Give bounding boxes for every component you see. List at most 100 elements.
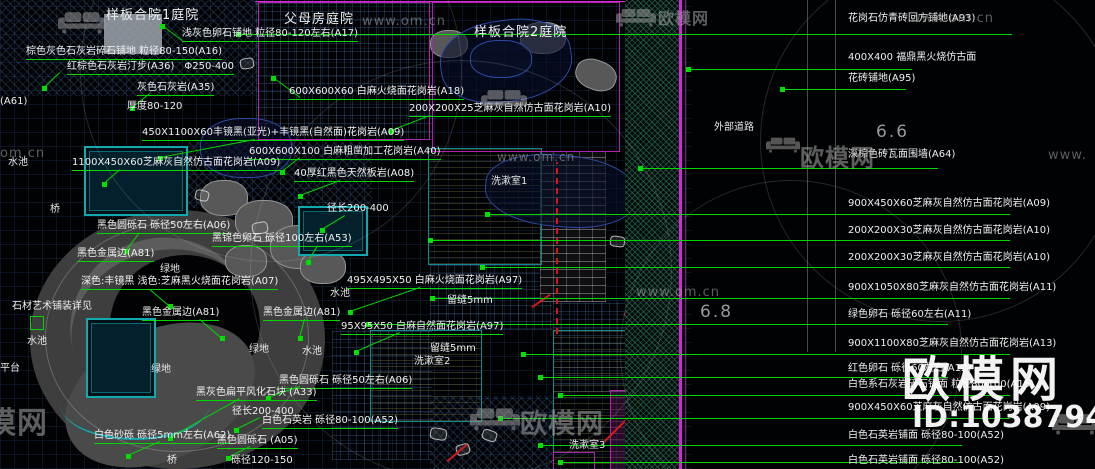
area-label: 水池 bbox=[8, 157, 28, 168]
drawing-label: 留缝5mm bbox=[430, 343, 476, 354]
watermark-text: www. bbox=[1048, 148, 1087, 163]
drawing-label: 495X495X50 白麻火烧面花岗岩(A97) bbox=[347, 275, 523, 289]
brand-sofa-icon bbox=[58, 10, 106, 38]
drawing-label: 1100X450X60芝麻灰自然仿古面花岗岩(A09) bbox=[72, 157, 281, 171]
drawing-label: 40厚红黑色天然板岩(A08) bbox=[294, 168, 415, 182]
drawing-label: 200X200X25芝麻灰自然仿古面花岗岩(A10) bbox=[409, 103, 611, 117]
watermark-id-large: ID:1038794 bbox=[912, 400, 1095, 435]
leader-pick-node bbox=[42, 86, 47, 91]
callout-pick-node bbox=[521, 352, 526, 357]
wall-line bbox=[255, 1, 679, 2]
callout-pick-node bbox=[780, 87, 785, 92]
right-callout-label: 900X450X60芝麻灰自然仿古面花岗岩(A09) bbox=[848, 402, 1050, 413]
detail-reference-box bbox=[30, 316, 44, 330]
callout-pick-node bbox=[538, 375, 543, 380]
right-callout-label: 花岗石仿青砖回方铺地(A93) bbox=[848, 13, 976, 24]
drawing-label: 黑锦色卵石 砾径100左右(A53) bbox=[212, 233, 352, 247]
drawing-label: 600X600X100 白麻粗凿加工花岗岩(A40) bbox=[249, 146, 441, 160]
right-callout-label: 绿色卵石 砾径60左右(A11) bbox=[848, 309, 972, 320]
drawing-label: 黑色圆砾石 (A05) bbox=[217, 435, 298, 449]
right-callout-label: 200X200X30芝麻灰自然仿古面花岗岩(A10) bbox=[848, 252, 1050, 263]
callout-leader-line bbox=[640, 168, 938, 169]
leader-pick-node bbox=[306, 260, 311, 265]
callout-pick-node bbox=[558, 460, 563, 465]
area-label: 洗漱室1 bbox=[491, 176, 528, 187]
callout-leader-line bbox=[540, 377, 948, 378]
leader-pick-node bbox=[271, 76, 276, 81]
right-callout-label: 900X450X60芝麻灰自然仿古面花岗岩(A09) bbox=[848, 198, 1050, 209]
leader-pick-node bbox=[320, 228, 325, 233]
drawing-label: 白色石英岩 砾径80-100(A52) bbox=[262, 415, 398, 429]
drawing-label: 砾径120-150 bbox=[231, 455, 293, 466]
leader-pick-node bbox=[160, 24, 165, 29]
drawing-label: 浅灰色卵石铺地 粒径80-120左右(A17) bbox=[182, 28, 358, 42]
area-label: 绿地 bbox=[249, 344, 269, 355]
area-label: 洗漱室2 bbox=[414, 356, 451, 367]
callout-pick-node bbox=[480, 265, 485, 270]
leader-pick-node bbox=[168, 436, 173, 441]
callout-leader-line bbox=[523, 354, 1010, 355]
right-callout-label: 200X200X30芝麻灰自然仿古面花岗岩(A10) bbox=[848, 225, 1050, 236]
grid-line bbox=[807, 0, 808, 352]
callout-pick-node bbox=[538, 443, 543, 448]
grid-line bbox=[835, 0, 836, 352]
elevation-value: 6.8 bbox=[700, 302, 734, 322]
area-label: 外部道路 bbox=[714, 122, 754, 133]
callout-pick-node bbox=[686, 67, 691, 72]
callout-pick-node bbox=[366, 322, 371, 327]
drawing-label: 径长200-400 bbox=[232, 406, 294, 417]
callout-leader-line bbox=[482, 267, 1010, 268]
watermark-text: www.om.cn bbox=[362, 14, 446, 29]
watermark-text: 欧模网 bbox=[520, 409, 604, 440]
drawing-label: 450X1100X60丰镜黑(亚光)+丰镜黑(自然面)花岗岩(A09) bbox=[142, 127, 405, 141]
area-label: 水池 bbox=[302, 346, 322, 357]
watermark-text: 欧模网 bbox=[658, 9, 710, 28]
watermark-text: www.om.cn bbox=[910, 11, 994, 26]
pool-edge-curve bbox=[60, 368, 210, 440]
callout-pick-node bbox=[430, 296, 435, 301]
area-label: 绿地 bbox=[151, 364, 171, 375]
right-callout-label: 红色卵石 砾径60左右(A12) bbox=[848, 363, 972, 374]
callout-leader-line bbox=[500, 418, 1010, 419]
drawing-label: 黑色金属边(A81) bbox=[77, 248, 155, 262]
leader-pick-node bbox=[280, 170, 285, 175]
watermark-brand-large: 欧模网 bbox=[902, 352, 1065, 408]
drawing-label: 黑色圆砾石 砾径50左右(A06) bbox=[97, 220, 231, 234]
drawing-label: 黑色金属边(A81) bbox=[263, 307, 341, 321]
callout-leader-line bbox=[430, 240, 1010, 241]
right-callout-label: 白色石英岩铺面 砾径80-100(A52) bbox=[848, 455, 1004, 466]
callout-leader-line bbox=[238, 34, 1012, 35]
leader-pick-node bbox=[158, 156, 163, 161]
area-label: 桥 bbox=[167, 455, 177, 466]
leader-pick-node bbox=[102, 182, 107, 187]
drawing-label: 95X95X50 白麻自然面花岗岩(A97) bbox=[341, 321, 504, 335]
leader-pick-node bbox=[298, 194, 303, 199]
drawing-label: 棕色灰色石灰岩碎石铺地 粒径80-150(A16) bbox=[26, 46, 222, 60]
callout-pick-node bbox=[428, 238, 433, 243]
brand-sofa-icon bbox=[470, 406, 520, 435]
brand-sofa-icon bbox=[766, 136, 800, 157]
leader-pick-node bbox=[126, 454, 131, 459]
drawing-label: 石材艺术铺装详见 bbox=[12, 301, 92, 312]
drawing-label: 留缝5mm bbox=[447, 295, 493, 306]
callout-leader-line bbox=[688, 69, 912, 70]
drawing-label: 深色:丰镜黑 浅色:芝麻黑火烧面花岗岩(A07) bbox=[81, 276, 279, 290]
watermark-text: om.cn bbox=[0, 146, 46, 161]
leader-pick-node bbox=[266, 396, 271, 401]
area-label: 平台 bbox=[0, 363, 20, 374]
drawing-label: 黑灰色扁平风化石块 (A33) bbox=[196, 387, 317, 401]
right-callout-label: 900X1100X80芝麻灰自然仿古面花岗岩(A13) bbox=[848, 338, 1057, 349]
leader-pick-node bbox=[348, 310, 353, 315]
elevation-value: 6.6 bbox=[876, 122, 910, 142]
right-callout-label: 花砖铺地(A95) bbox=[848, 73, 916, 84]
area-label: 桥 bbox=[50, 204, 60, 215]
courtyard-title: 父母房庭院 bbox=[284, 12, 355, 27]
callout-leader-line bbox=[540, 445, 962, 446]
right-callout-label: 深棕色砖瓦面围墙(A64) bbox=[848, 149, 956, 160]
drawing-label: 白色砂砾 砾径5mm左右(A62) bbox=[94, 430, 231, 444]
leader-pick-node bbox=[168, 304, 173, 309]
brand-sofa-icon bbox=[481, 88, 527, 115]
watermark-text: 模网 bbox=[0, 406, 48, 441]
watermark-text: www.om.cn bbox=[636, 285, 720, 300]
